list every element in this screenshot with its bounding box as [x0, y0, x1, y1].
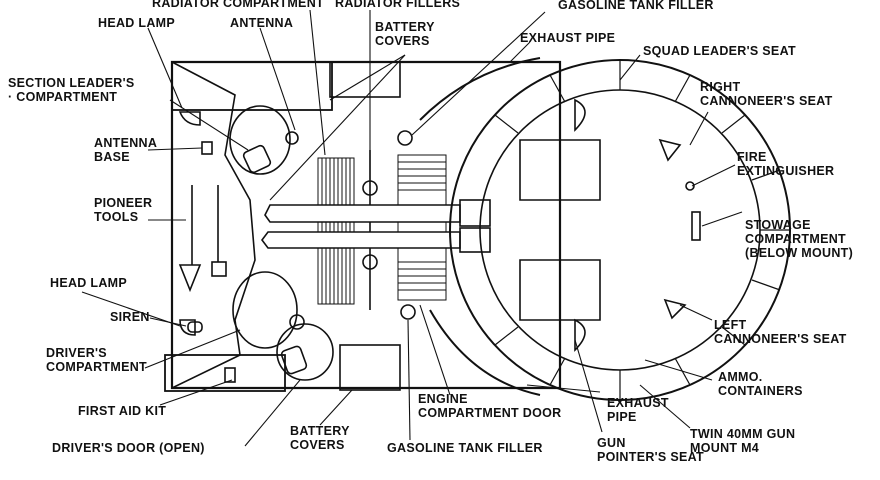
- label-exhaust-pipe-top: EXHAUST PIPE: [520, 31, 616, 45]
- exhaust-pipe-top: [419, 57, 541, 121]
- label-left-cannoneers-seat: LEFT CANNONEER'S SEAT: [714, 318, 847, 346]
- label-antenna-base: ANTENNA BASE: [94, 136, 158, 164]
- label-radiator-compartment: RADIATOR COMPARTMENT: [152, 0, 324, 10]
- antenna-base: [201, 141, 213, 155]
- engine-louvers: [397, 154, 447, 301]
- shovel-blade: [178, 264, 202, 293]
- driver-hatch: [232, 271, 298, 349]
- label-engine-compartment-door: ENGINE COMPARTMENT DOOR: [418, 392, 562, 420]
- label-drivers-compartment: DRIVER'S COMPARTMENT: [46, 346, 147, 374]
- bottom-fender-strip: [164, 354, 286, 392]
- top-battery-box: [329, 61, 401, 98]
- gasoline-tank-filler-bottom: [400, 304, 416, 320]
- label-fire-extinguisher: FIRE EXTINGUISHER: [737, 150, 835, 178]
- drivers-door: [276, 323, 334, 381]
- label-head-lamp-bottom: HEAD LAMP: [50, 276, 128, 290]
- label-exhaust-pipe-bottom: EXHAUST PIPE: [607, 396, 669, 424]
- label-antenna: ANTENNA: [230, 16, 294, 30]
- label-radiator-fillers: RADIATOR FILLERS: [335, 0, 461, 10]
- leader-lines: [81, 9, 743, 447]
- radiator-grille: [317, 157, 355, 305]
- label-siren: SIREN: [110, 310, 150, 324]
- fire-extinguisher: [685, 181, 695, 191]
- head-lamp-bottom: [179, 319, 196, 336]
- label-section-leaders-compartment: SECTION LEADER'S · COMPARTMENT: [8, 76, 135, 104]
- head-lamp-top: [178, 111, 201, 126]
- top-fender-strip: [171, 61, 333, 111]
- section-leader-hatch: [229, 105, 291, 175]
- hull-front-plate: [171, 61, 256, 389]
- driver-periscope: [289, 314, 305, 330]
- label-gasoline-tank-filler-top: GASOLINE TANK FILLER: [558, 0, 714, 12]
- label-ammo-containers: AMMO. CONTAINERS: [718, 370, 803, 398]
- bottom-battery-box: [339, 344, 401, 391]
- siren: [187, 321, 203, 333]
- label-battery-covers-top: BATTERY COVERS: [375, 20, 435, 48]
- periscope: [285, 131, 299, 145]
- label-stowage-compartment: STOWAGE COMPARTMENT (BELOW MOUNT): [745, 218, 854, 260]
- right-cannoneers-seat: [658, 138, 682, 162]
- label-gasoline-tank-filler-bottom: GASOLINE TANK FILLER: [387, 441, 543, 455]
- gun-mount-body: [519, 139, 601, 321]
- stowage-hatch: [691, 211, 701, 241]
- exhaust-pipe-bottom: [429, 309, 541, 396]
- turret-ring-outer: [449, 59, 791, 401]
- label-twin-gun-mount: TWIN 40MM GUN MOUNT M4: [690, 427, 796, 455]
- label-squad-leaders-seat: SQUAD LEADER'S SEAT: [643, 44, 796, 58]
- left-cannoneers-seat: [663, 298, 687, 320]
- label-drivers-door: DRIVER'S DOOR (OPEN): [52, 441, 205, 455]
- label-first-aid-kit: FIRST AID KIT: [78, 404, 167, 418]
- axe-head: [211, 261, 227, 277]
- label-pioneer-tools: PIONEER TOOLS: [94, 196, 153, 224]
- squad-leaders-seat: [574, 98, 586, 132]
- label-gun-pointers-seat: GUN POINTER'S SEAT: [597, 436, 704, 464]
- twin-guns: [261, 199, 491, 253]
- gun-pointers-seat: [574, 318, 586, 352]
- gasoline-tank-filler-top: [397, 130, 413, 146]
- driver-door-handle: [280, 345, 308, 375]
- first-aid-kit-box: [224, 367, 236, 383]
- label-battery-covers-bottom: BATTERY COVERS: [290, 424, 350, 452]
- label-head-lamp-top: HEAD LAMP: [98, 16, 176, 30]
- label-right-cannoneers-seat: RIGHT CANNONEER'S SEAT: [700, 80, 833, 108]
- hatch-handle: [242, 144, 272, 174]
- ammo-containers: [494, 60, 790, 400]
